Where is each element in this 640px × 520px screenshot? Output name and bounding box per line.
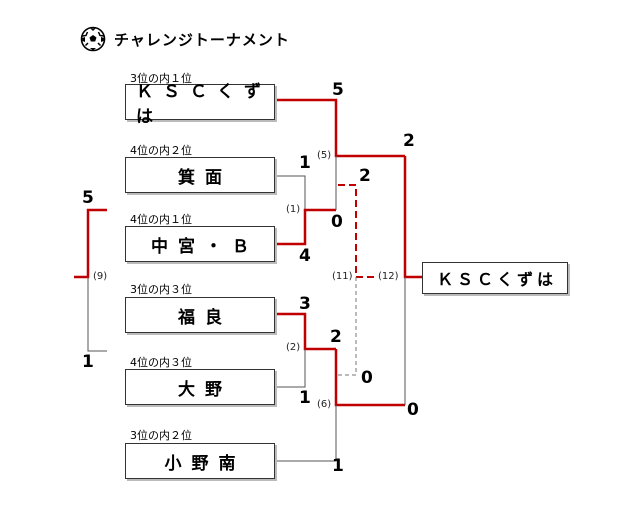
team-box-onominami: 小野南 — [125, 443, 275, 479]
match-number: (6) — [317, 399, 332, 410]
score: 0 — [331, 212, 343, 232]
score: 2 — [403, 131, 415, 151]
match-number: (1) — [286, 204, 301, 215]
page-title: チャレンジトーナメント — [114, 30, 290, 49]
score: 1 — [299, 388, 311, 408]
score: 1 — [299, 153, 311, 173]
score: 1 — [82, 352, 94, 372]
match-number: (2) — [286, 342, 301, 353]
score: 3 — [299, 294, 311, 314]
score: 4 — [299, 246, 311, 266]
score: 0 — [361, 368, 373, 388]
score: 5 — [332, 80, 344, 100]
score: 2 — [330, 327, 342, 347]
team-box-minoh: 箕面 — [125, 157, 275, 193]
seed-label: 4位の内１位 — [130, 213, 192, 226]
line-onominami — [276, 405, 337, 462]
match-number: (5) — [317, 150, 332, 161]
line-fukura-win — [276, 312, 336, 351]
line-nakamiya-win — [276, 208, 336, 246]
score: 2 — [359, 166, 371, 186]
score: 5 — [82, 188, 94, 208]
score: 0 — [407, 400, 419, 420]
line-minoh — [276, 175, 306, 210]
line-9-win — [74, 208, 107, 279]
team-box-nakamiya: 中宮・Ｂ — [125, 226, 275, 262]
line-11-win — [338, 184, 374, 278]
line-9-lose — [87, 277, 107, 352]
seed-label: 4位の内２位 — [130, 144, 192, 157]
score: 1 — [332, 456, 344, 476]
line-ono — [276, 349, 306, 388]
team-box-ksc: ＫＳＣくずは — [125, 82, 275, 127]
seed-label: 3位の内２位 — [130, 429, 192, 442]
page-title-row: チャレンジトーナメント — [80, 24, 290, 54]
match-number: (11) — [332, 271, 353, 282]
seed-label: 3位の内１位 — [130, 72, 192, 85]
line-final-win — [403, 156, 422, 279]
line-11-lose — [338, 277, 357, 376]
soccer-ball-icon — [80, 26, 106, 52]
team-box-fukura: 福良 — [125, 297, 275, 333]
champion-box: ＫＳＣくずは — [422, 262, 568, 294]
seed-label: 4位の内３位 — [130, 356, 192, 369]
seed-label: 3位の内３位 — [130, 283, 192, 296]
team-box-ono: 大野 — [125, 369, 275, 405]
line-ksc-win — [276, 98, 405, 158]
match-number: (9) — [93, 271, 108, 282]
match-number: (12) — [378, 271, 399, 282]
